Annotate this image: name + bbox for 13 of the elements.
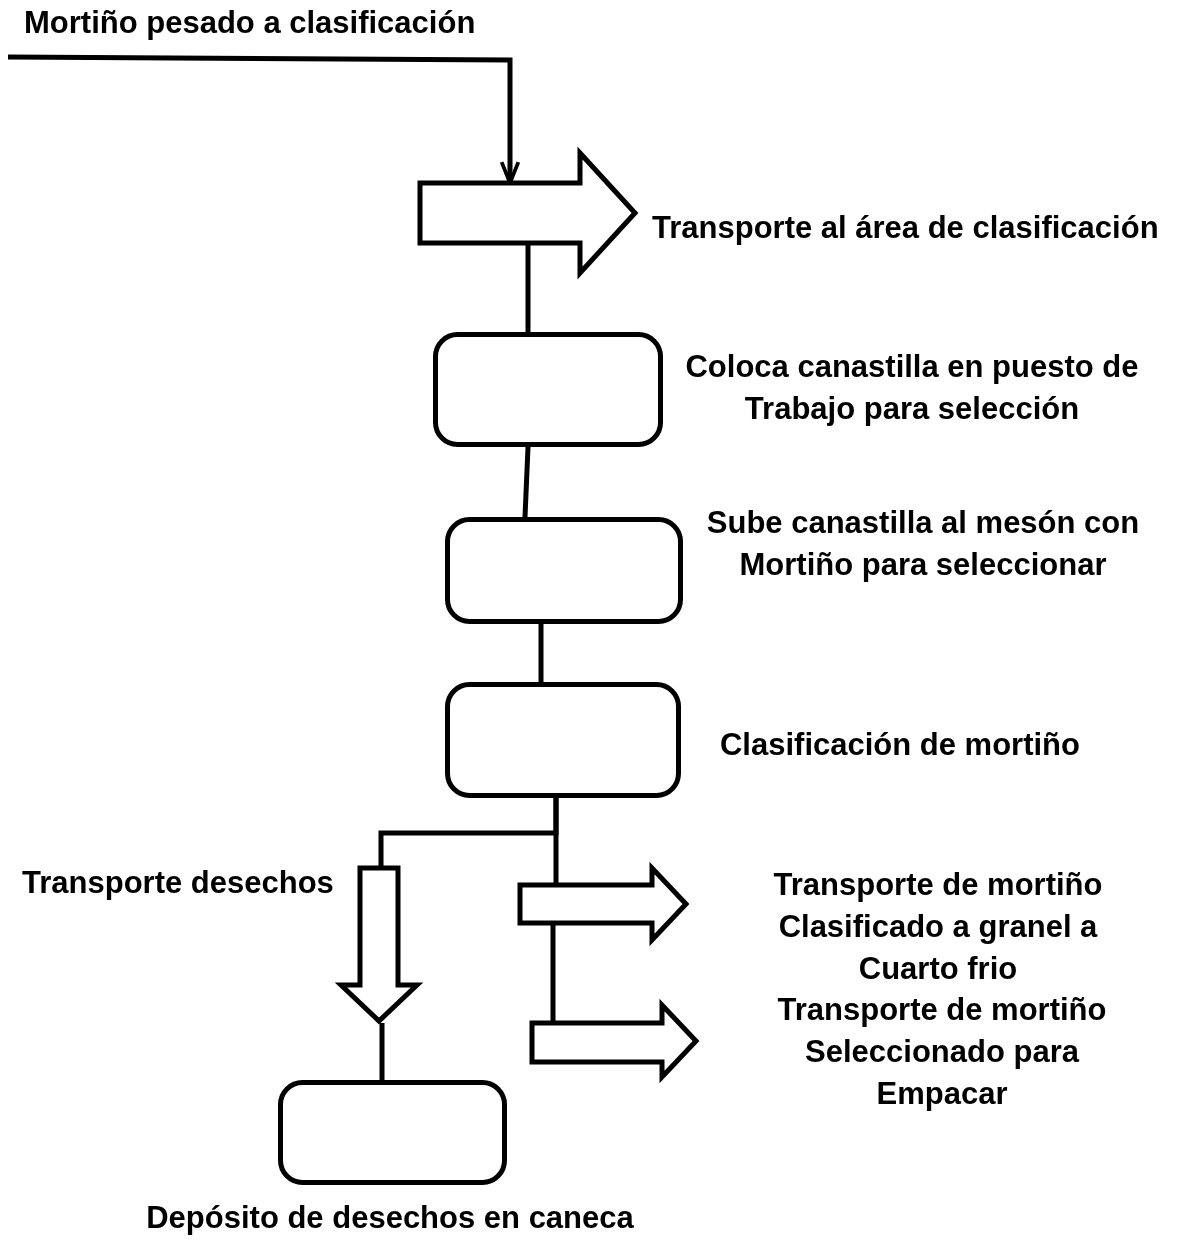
- connector-line: [522, 446, 531, 518]
- input-label: Mortiño pesado a clasificación: [23, 4, 476, 42]
- step-label: Transporte de mortiño Clasificado a granel a Cuarto frio: [772, 866, 1104, 988]
- connector-line: [538, 624, 544, 682]
- step-label: Sube canastilla al mesón con Mortiño para seleccionar: [705, 504, 1141, 584]
- step-label: Coloca canastilla en puesto de Trabajo para selección: [684, 348, 1140, 428]
- connector-line: [379, 1023, 385, 1080]
- step-label: Clasificación de mortiño: [719, 726, 1081, 764]
- step-label: Transporte desechos: [22, 864, 335, 902]
- step-label: Depósito de desechos en caneca: [145, 1199, 635, 1237]
- step-label: Transporte al área de clasificación: [652, 209, 1160, 247]
- step-label: Transporte de mortiño Seleccionado para Empacar: [776, 991, 1108, 1113]
- connector-line: [553, 798, 559, 885]
